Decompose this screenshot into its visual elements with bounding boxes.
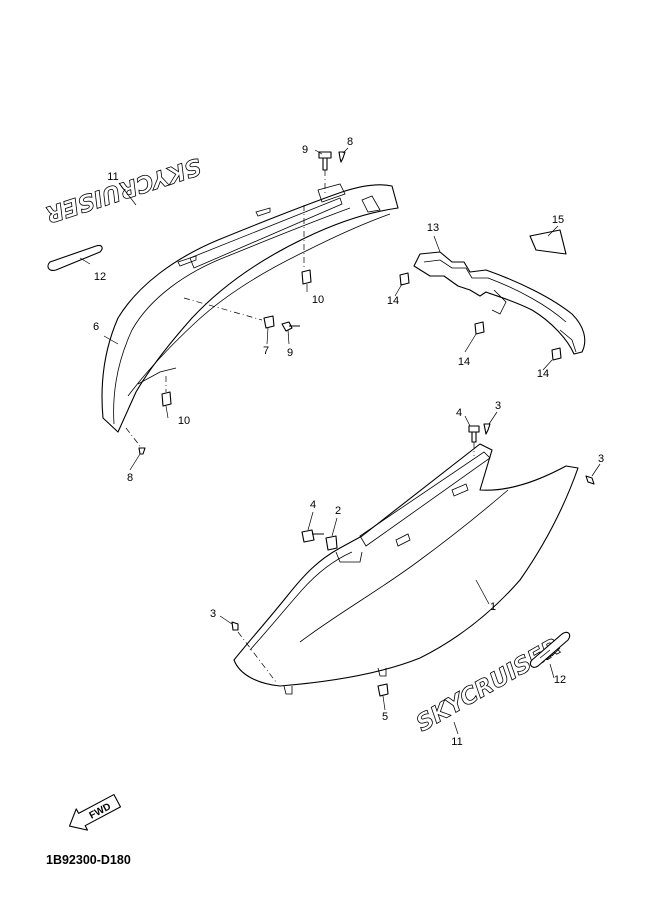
emblem-upper-part-11: SKYCRUISER	[42, 152, 205, 228]
callout-11: 11	[451, 736, 462, 748]
callout-12: 12	[94, 271, 106, 283]
callout-5: 5	[382, 711, 388, 723]
callout-8: 8	[127, 472, 133, 484]
callout-labels: 9 8 11 12 6 10 7 9 10 8 13 15 14 14 14 4…	[93, 136, 604, 748]
fwd-label: FWD	[88, 801, 113, 821]
forward-direction-arrow: FWD	[68, 794, 122, 831]
callout-3: 3	[598, 453, 604, 465]
callout-11: 11	[107, 171, 118, 183]
emblem-upper-text: SKYCRUISER	[42, 152, 204, 227]
callout-1: 1	[490, 601, 496, 613]
callout-14: 14	[387, 295, 399, 307]
callout-4: 4	[310, 499, 316, 511]
callout-4: 4	[456, 407, 462, 419]
callout-10: 10	[312, 294, 324, 306]
emblem-badge-upper-part-12	[47, 244, 103, 271]
callout-14: 14	[537, 368, 549, 380]
callout-3: 3	[210, 608, 216, 620]
callout-10: 10	[178, 415, 190, 427]
callout-9: 9	[287, 347, 293, 359]
callout-12: 12	[554, 674, 566, 686]
emblem-badge-lower-part-12	[529, 631, 571, 668]
rear-bracket-part-13	[413, 251, 586, 355]
side-cover-upper-part-6	[101, 183, 399, 433]
callout-13: 13	[427, 222, 439, 234]
assembly-lines	[125, 170, 475, 683]
callout-15: 15	[552, 214, 564, 226]
callout-14: 14	[458, 356, 470, 368]
hardware	[138, 151, 595, 697]
leader-lines	[79, 147, 601, 735]
callout-9: 9	[302, 144, 308, 156]
callout-7: 7	[263, 345, 269, 357]
callout-3: 3	[495, 400, 501, 412]
callout-8: 8	[347, 136, 353, 148]
drawing-number: 1B92300-D180	[46, 853, 131, 867]
callout-2: 2	[335, 505, 341, 517]
callout-6: 6	[93, 321, 99, 333]
decal-part-15	[529, 229, 567, 255]
side-cover-lower-part-1	[233, 443, 579, 695]
